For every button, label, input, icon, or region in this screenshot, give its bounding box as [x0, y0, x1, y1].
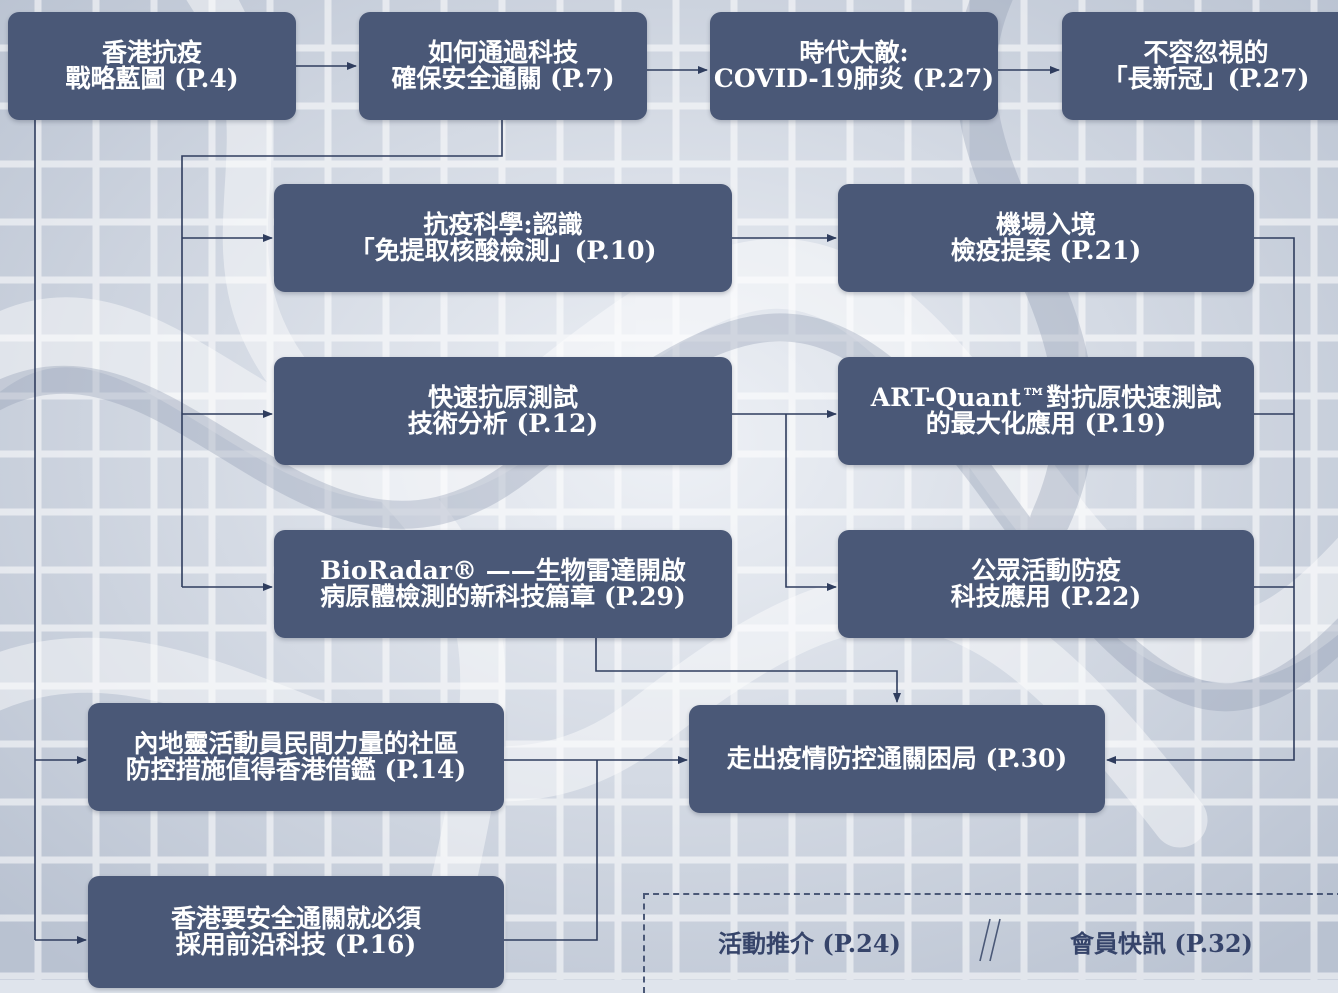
- node-line: 香港抗疫: [101, 38, 202, 67]
- node-long-covid[interactable]: 不容忽視的 「長新冠」(P.27): [1062, 12, 1338, 120]
- node-antigen-science[interactable]: 抗疫科學:認識 「免提取核酸檢測」(P.10): [274, 184, 732, 292]
- node-exit-deadlock[interactable]: 走出疫情防控通關困局 (P.30): [689, 705, 1105, 813]
- node-tech-clearance[interactable]: 如何通過科技 確保安全通關 (P.7): [359, 12, 647, 120]
- node-line: 技術分析 (P.12): [407, 409, 599, 438]
- node-bioradar[interactable]: BioRadar® ——生物雷達開啟 病原體檢測的新科技篇章 (P.29): [274, 530, 732, 638]
- node-line: 科技應用 (P.22): [950, 582, 1142, 611]
- node-line: BioRadar® ——生物雷達開啟: [320, 556, 686, 585]
- node-line: 戰略藍圖 (P.4): [65, 64, 239, 93]
- edge-bioradar-to-exit: [595, 638, 901, 703]
- node-line: 檢疫提案 (P.21): [950, 236, 1142, 265]
- node-line: 的最大化應用 (P.19): [925, 409, 1167, 438]
- edge-tech-branch: [181, 120, 503, 587]
- edge-frontier-to-mainland-line: [504, 760, 598, 941]
- node-line: 「長新冠」(P.27): [1102, 64, 1310, 93]
- node-line: 病原體檢測的新科技篇章 (P.29): [320, 582, 686, 611]
- node-line: COVID-19肺炎 (P.27): [713, 64, 995, 93]
- node-line: 確保安全通關 (P.7): [391, 64, 615, 93]
- node-line: 採用前沿科技 (P.16): [175, 930, 417, 959]
- node-public-events[interactable]: 公眾活動防疫 科技應用 (P.22): [838, 530, 1254, 638]
- node-line: 防控措施值得香港借鑑 (P.14): [125, 755, 467, 784]
- edge-rapid-to-public: [785, 414, 837, 591]
- node-covid[interactable]: 時代大敵: COVID-19肺炎 (P.27): [710, 12, 998, 120]
- node-line: 如何通過科技: [427, 38, 578, 67]
- node-mainland[interactable]: 內地靈活動員民間力量的社區 防控措施值得香港借鑑 (P.14): [88, 703, 504, 811]
- node-line: 快速抗原測試: [427, 383, 578, 412]
- node-line: 公眾活動防疫: [970, 556, 1121, 585]
- node-line: 香港要安全通關就必須: [170, 904, 421, 933]
- footer-activities-link[interactable]: 活動推介 (P.24): [718, 929, 901, 958]
- node-frontier-tech[interactable]: 香港要安全通關就必須 採用前沿科技 (P.16): [88, 876, 504, 988]
- edge-right-collector: [1106, 237, 1295, 764]
- node-art-quant[interactable]: ART-Quant™對抗原快速測試 的最大化應用 (P.19): [838, 357, 1254, 465]
- node-line: 不容忽視的: [1143, 38, 1269, 67]
- node-blueprint[interactable]: 香港抗疫 戰略藍圖 (P.4): [8, 12, 296, 120]
- footer-member-news-link[interactable]: 會員快訊 (P.32): [1070, 929, 1253, 958]
- node-line: 「免提取核酸檢測」(P.10): [349, 236, 657, 265]
- node-airport[interactable]: 機場入境 檢疫提案 (P.21): [838, 184, 1254, 292]
- double-slash-divider: [979, 918, 1001, 962]
- node-line: 走出疫情防控通關困局 (P.30): [726, 744, 1068, 773]
- node-line: 內地靈活動員民間力量的社區: [133, 729, 459, 758]
- node-line: 機場入境: [995, 210, 1096, 239]
- footer-dashed-frame: [643, 893, 1338, 993]
- node-line: 時代大敵:: [799, 38, 909, 67]
- node-line: 抗疫科學:認識: [423, 210, 583, 239]
- node-line: ART-Quant™對抗原快速測試: [870, 383, 1222, 412]
- node-rapid-test[interactable]: 快速抗原測試 技術分析 (P.12): [274, 357, 732, 465]
